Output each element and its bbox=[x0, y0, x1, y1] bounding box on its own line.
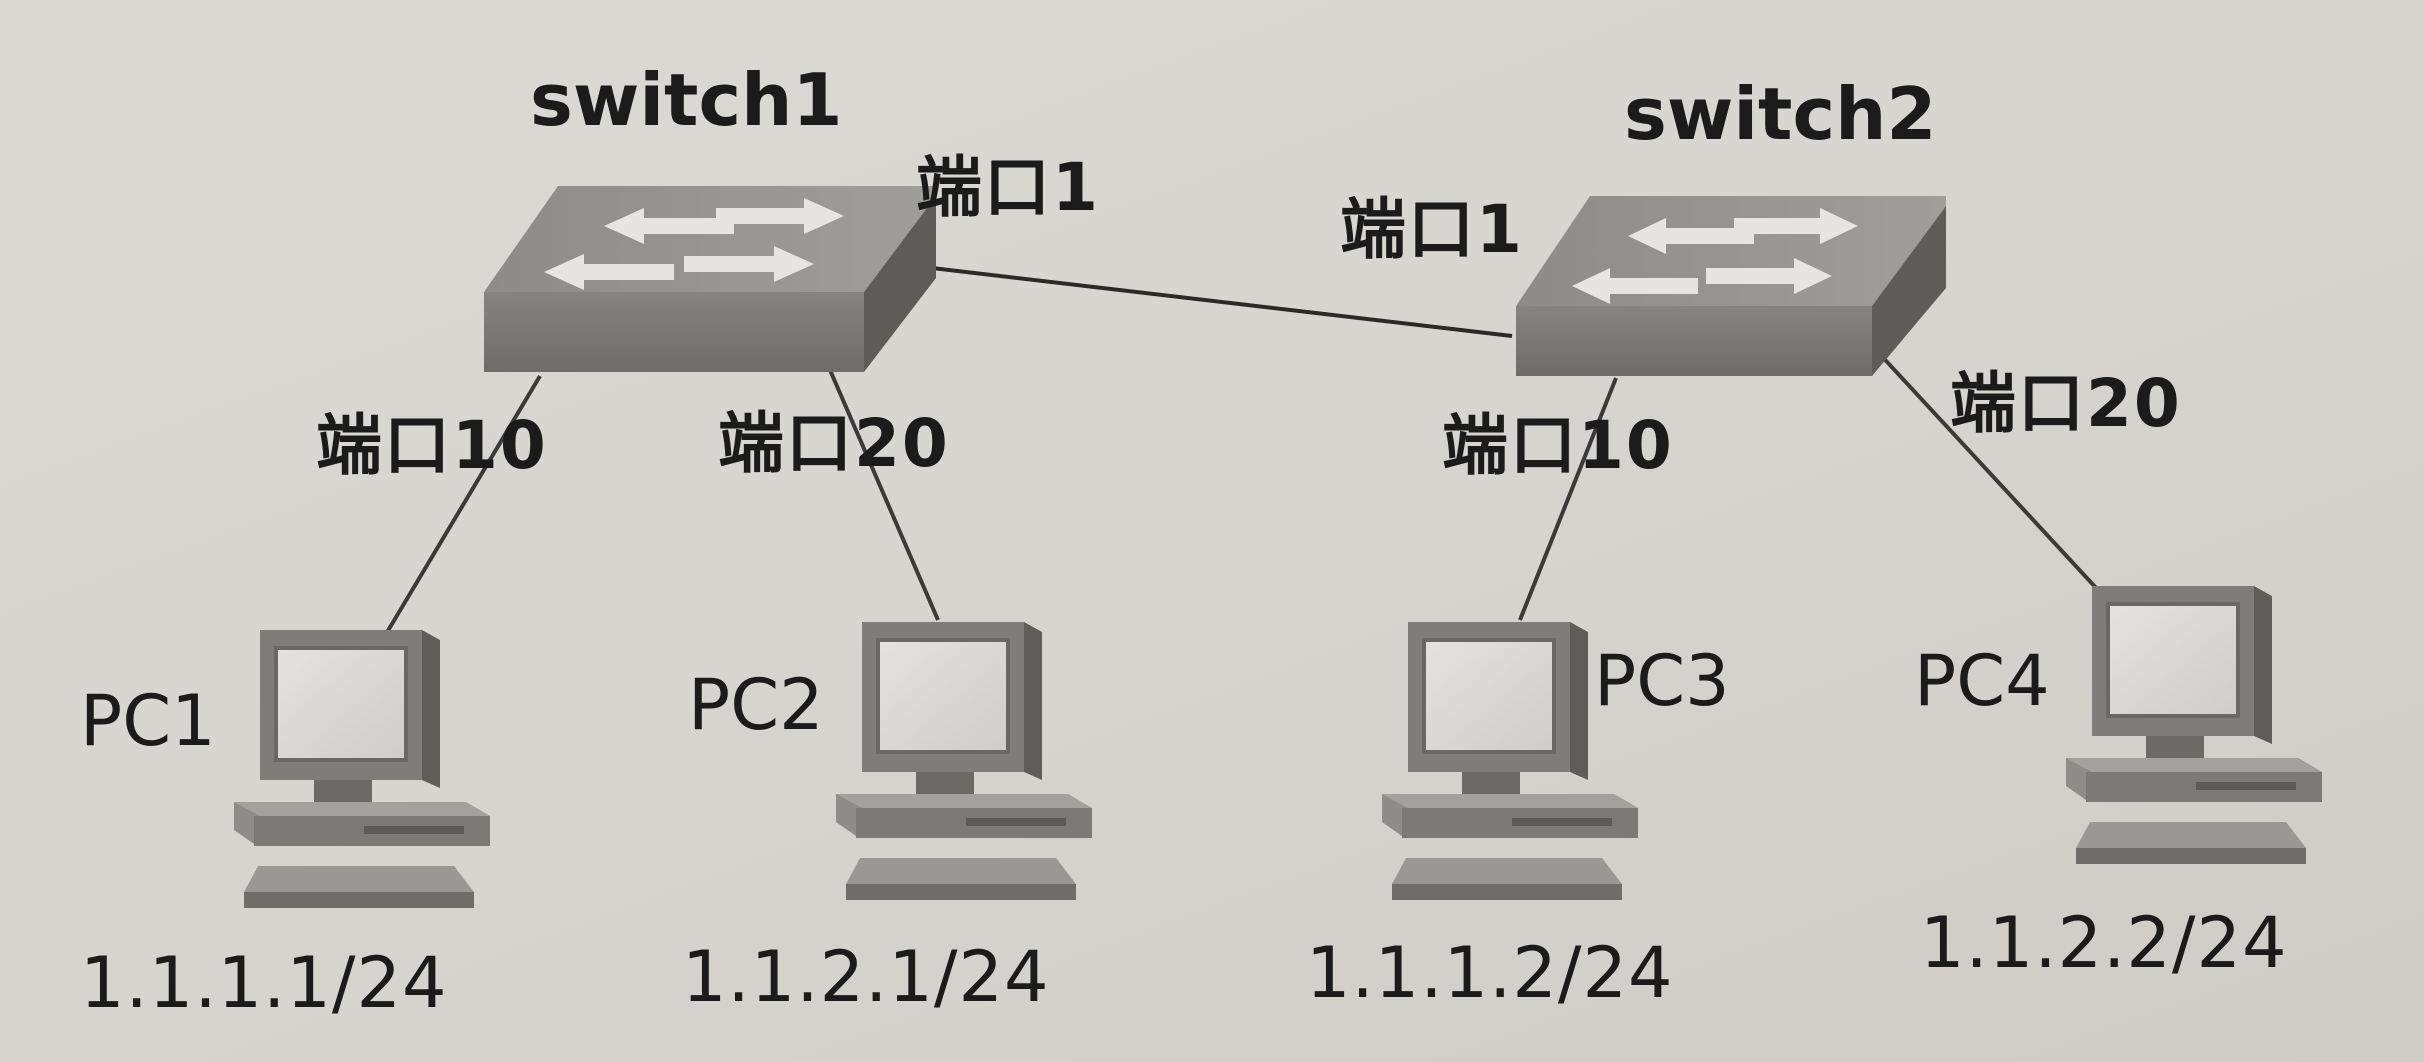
pc1-computer-icon bbox=[232, 628, 492, 910]
pc2-ip-label: 1.1.2.1/24 bbox=[682, 936, 1050, 1018]
switch1-port1-label: 端口1 bbox=[916, 149, 1100, 226]
switch2-port1-label: 端口1 bbox=[1340, 191, 1524, 268]
switch2-icon bbox=[1516, 196, 1946, 376]
switch1-port20-label: 端口20 bbox=[718, 405, 950, 482]
pc4-label: PC4 bbox=[1914, 640, 2050, 722]
pc4-ip-label: 1.1.2.2/24 bbox=[1920, 902, 2288, 984]
link-switch2-pc4 bbox=[1874, 348, 2100, 592]
pc3-label: PC3 bbox=[1594, 640, 1730, 722]
switch1-port10-label: 端口10 bbox=[316, 407, 548, 484]
link-switch1-pc2 bbox=[828, 369, 940, 621]
pc1-label: PC1 bbox=[80, 680, 216, 762]
pc1-ip-label: 1.1.1.1/24 bbox=[80, 942, 448, 1024]
switch2-port10-label: 端口10 bbox=[1442, 407, 1674, 484]
pc3-ip-label: 1.1.1.2/24 bbox=[1306, 932, 1674, 1014]
switch2-label: switch2 bbox=[1624, 72, 1937, 156]
link-switch2-pc3 bbox=[1518, 377, 1618, 621]
switch2-port20-label: 端口20 bbox=[1950, 365, 2182, 442]
pc2-computer-icon bbox=[834, 620, 1094, 902]
pc4-computer-icon bbox=[2064, 584, 2324, 866]
switch1-icon bbox=[484, 186, 936, 372]
switch1-label: switch1 bbox=[530, 58, 843, 142]
link-switch1-switch2 bbox=[931, 266, 1513, 338]
pc2-label: PC2 bbox=[688, 664, 824, 746]
link-switch1-pc1 bbox=[384, 374, 542, 636]
